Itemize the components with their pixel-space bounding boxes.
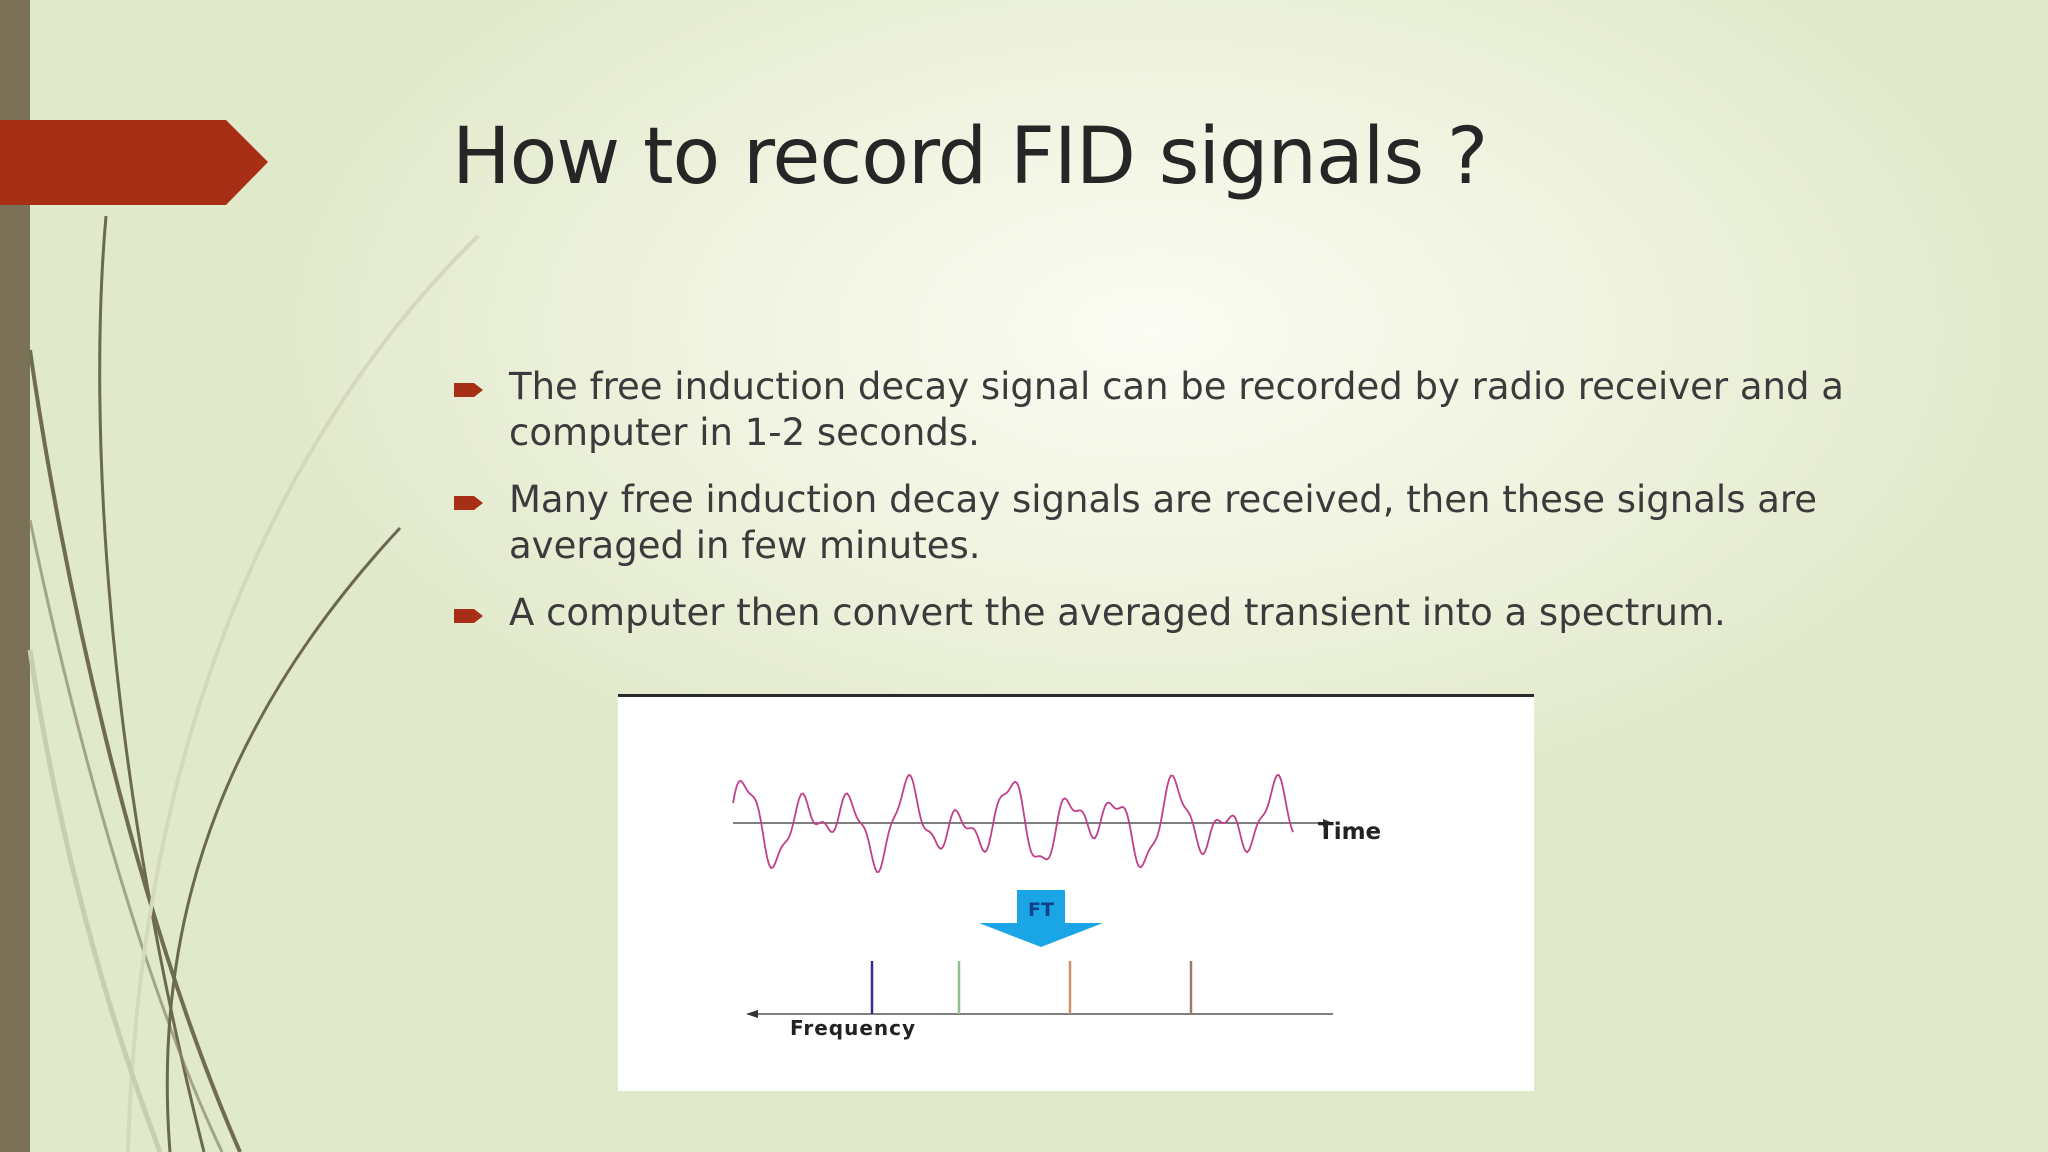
frequency-label: Frequency [790, 1016, 916, 1040]
slide-title: How to record FID signals ? [452, 112, 1488, 202]
decorative-curves [27, 215, 480, 1152]
bullet-item: The free induction decay signal can be r… [450, 364, 1890, 456]
frequency-axis-arrowhead [746, 1010, 758, 1018]
bullet-text: Many free induction decay signals are re… [509, 478, 1818, 567]
bullet-arrow-icon [454, 496, 483, 510]
time-label: Time [1318, 819, 1381, 845]
bullet-item: A computer then convert the averaged tra… [450, 590, 1890, 636]
bullet-item: Many free induction decay signals are re… [450, 477, 1890, 569]
ft-arrow-icon [979, 890, 1103, 947]
title-accent-tab [0, 120, 268, 205]
bullet-list: The free induction decay signal can be r… [450, 364, 1890, 657]
bullet-arrow-icon [454, 609, 483, 623]
fid-ft-diagram: Time FT Frequency [618, 694, 1534, 1091]
time-axis-arrowhead [1323, 819, 1333, 827]
bullet-text: The free induction decay signal can be r… [509, 365, 1844, 454]
bullet-text: A computer then convert the averaged tra… [509, 591, 1726, 634]
ft-label: FT [1028, 899, 1054, 921]
bullet-arrow-icon [454, 383, 483, 397]
fid-signal-trace [732, 773, 1294, 874]
